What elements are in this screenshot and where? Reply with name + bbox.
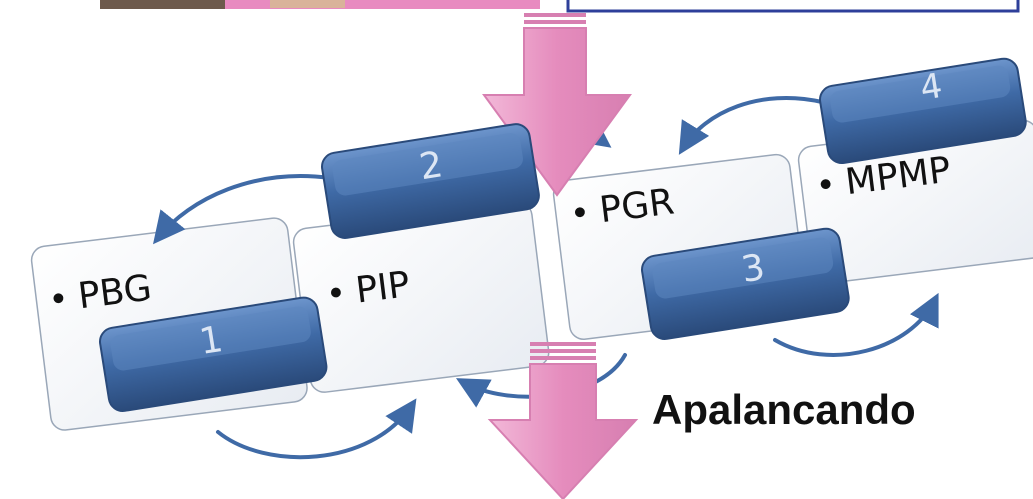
card-bullet: • [568,193,593,235]
block-4: 4 [819,57,1027,165]
card-bullet: • [324,273,349,315]
card-pip: • PIP [292,201,550,393]
block-2: 2 [321,123,540,239]
curve-arrow-2-to-pbg [152,174,332,245]
top-text-frame [566,0,1020,13]
top-photo-strip [100,0,540,9]
down-arrow-top [482,13,632,197]
card-bullet: • [46,279,71,321]
block-1: 1 [99,296,328,412]
caption-apalancando: Apalancando [652,386,916,433]
block-3: 3 [641,227,850,340]
card-label-pip: PIP [353,264,412,311]
card-bullet: • [813,165,838,207]
down-arrow-bottom [487,342,639,499]
card-label-pgr: PGR [597,181,676,231]
curve-arrow-3-up [773,292,939,357]
card-label-pbg: PBG [76,268,154,318]
curve-arrow-4-to-pgr [678,96,824,155]
curve-arrow-1-up [216,398,417,460]
